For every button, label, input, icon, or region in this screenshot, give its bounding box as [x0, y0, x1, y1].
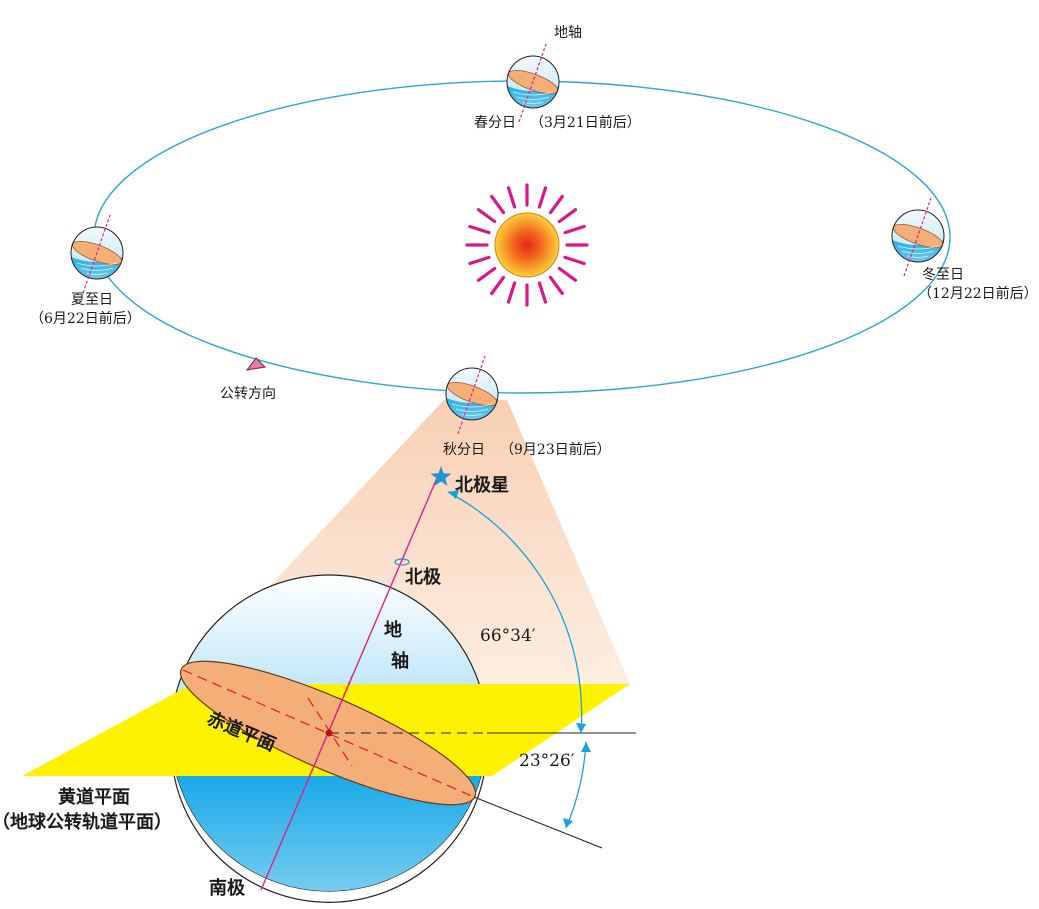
- sun-ray: [557, 266, 578, 282]
- angle-arc-large: [447, 491, 583, 734]
- sun-ray: [506, 186, 517, 209]
- earth-below-plane: [171, 776, 487, 891]
- sun-ray: [476, 266, 497, 282]
- rotation-arrow: [394, 558, 410, 566]
- earth-spring-equinox: [506, 43, 560, 123]
- axis-label: 地轴: [554, 25, 582, 41]
- autumn-equinox-label: 秋分日: [443, 442, 485, 458]
- sun-ray: [537, 281, 548, 304]
- earth-lower-outline: [173, 775, 485, 903]
- sun-ray: [557, 208, 578, 224]
- autumn-equinox-date: （9月23日前后）: [500, 441, 611, 458]
- sun-rays: [465, 183, 589, 307]
- sun-ray: [490, 194, 506, 215]
- winter-solstice-date: （12月22日前后）: [918, 285, 1038, 302]
- sun-ray: [537, 186, 548, 209]
- sun-ray: [468, 224, 491, 235]
- summer-solstice-label: 夏至日: [71, 292, 113, 308]
- earth-axis: [457, 355, 486, 435]
- earth-winter-solstice: [891, 197, 945, 277]
- earth-axis: [903, 197, 932, 277]
- earth-center: [325, 729, 333, 737]
- ecliptic-plane-note: （地球公转轨道平面）: [0, 811, 172, 833]
- sun-ray: [563, 255, 586, 266]
- revolution-arrow: [245, 357, 267, 371]
- arc-arrow: [581, 742, 591, 752]
- angle-66-label: 66°34′: [480, 626, 536, 646]
- equator-diameter: [182, 669, 475, 798]
- sun: [494, 212, 560, 278]
- south-pole-label: 南极: [209, 877, 246, 899]
- sun-ray: [548, 194, 564, 215]
- north-pole-label: 北极: [405, 567, 442, 588]
- sun-ray: [506, 281, 517, 304]
- polaris-label: 北极星: [455, 475, 509, 496]
- winter-solstice-label: 冬至日: [922, 267, 964, 283]
- earth-axis-hidden: [305, 675, 353, 786]
- earth-summer-solstice: [70, 214, 124, 294]
- sun-ray: [563, 224, 586, 235]
- revolution-direction-label: 公转方向: [220, 386, 276, 402]
- arc-arrow: [448, 490, 459, 499]
- sun-ray: [490, 275, 506, 296]
- axis-char-2: 轴: [391, 650, 409, 672]
- arc-arrow: [576, 723, 586, 733]
- ecliptic-plane-label: 黄道平面: [58, 786, 130, 808]
- polaris-star-icon: [430, 466, 452, 486]
- earth-autumn-equinox: [445, 355, 499, 435]
- spring-equinox-label: 春分日: [474, 115, 516, 131]
- sun-ray: [476, 208, 497, 224]
- earth-axis: [518, 43, 547, 123]
- equator-extension: [473, 796, 603, 849]
- arc-arrow: [563, 818, 573, 828]
- sun-ray: [468, 255, 491, 266]
- angle-23-label: 23°26′: [519, 751, 575, 771]
- spring-equinox-date: （3月21日前后）: [530, 114, 641, 131]
- earth-axis: [82, 214, 111, 294]
- sun-ray: [548, 275, 564, 296]
- summer-solstice-date: （6月22日前后）: [30, 310, 141, 327]
- axis-char-1: 地: [384, 619, 402, 641]
